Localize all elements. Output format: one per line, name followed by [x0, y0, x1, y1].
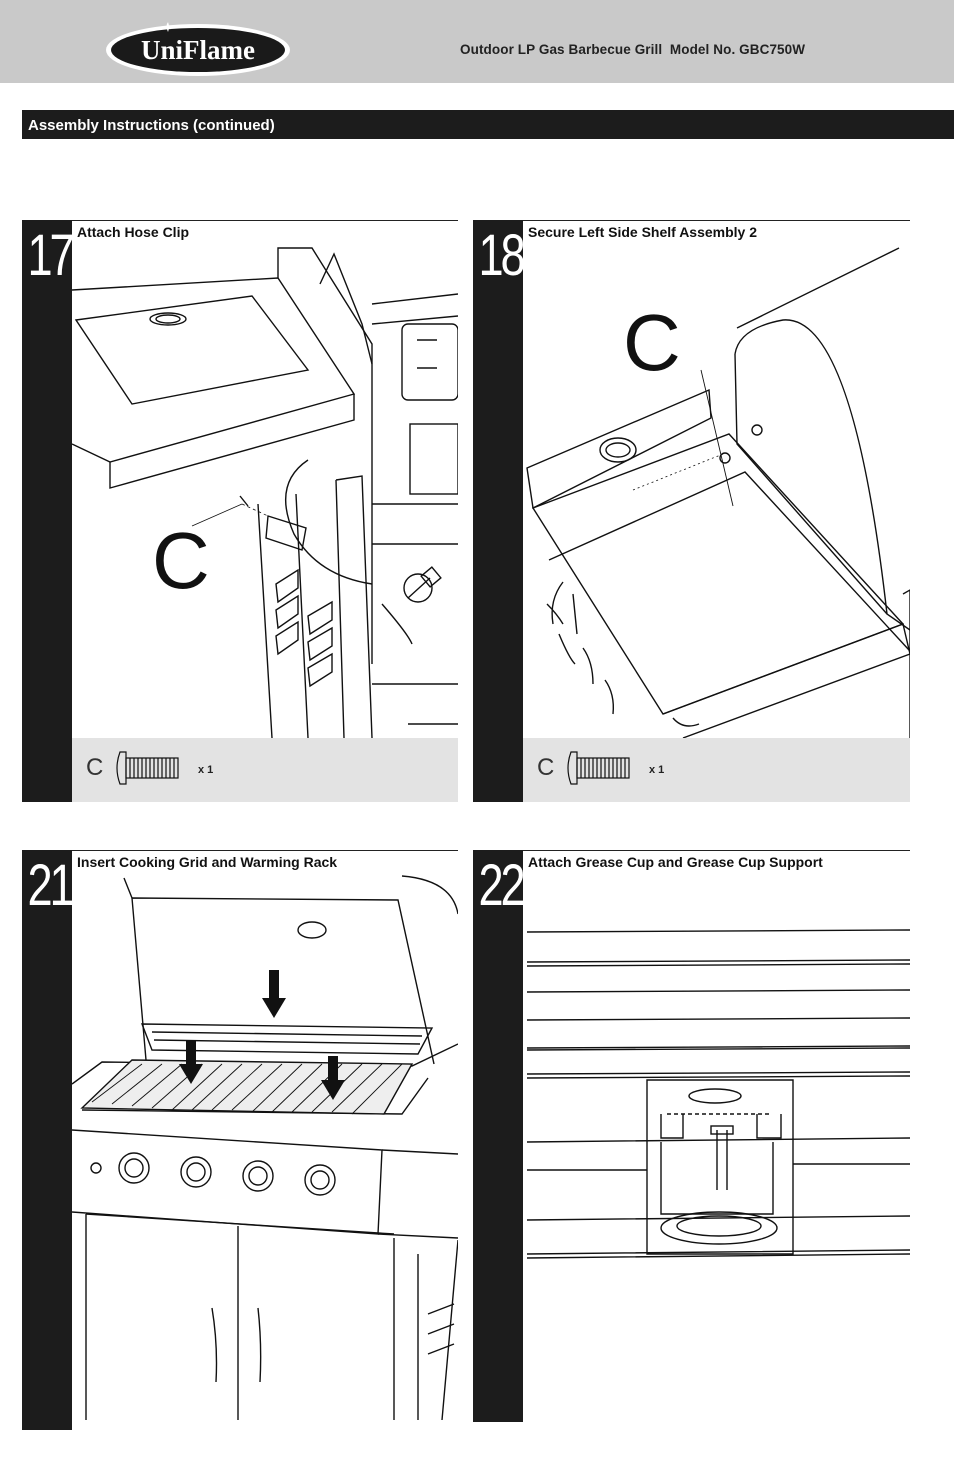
step-number-column: 17	[22, 220, 75, 802]
parts-list: C x 1	[72, 738, 458, 802]
callout-letter: C	[623, 298, 681, 387]
step-title: Attach Grease Cup and Grease Cup Support	[528, 854, 823, 870]
parts-list: C x 1	[523, 738, 910, 802]
step-title: Attach Hose Clip	[77, 224, 190, 240]
screw-icon	[116, 751, 179, 785]
step-number: 18	[478, 223, 526, 288]
step-22-illustration	[523, 874, 910, 1414]
part-letter: C	[537, 754, 555, 781]
step-22: 22 Attach Grease Cup and Grease Cup Supp…	[473, 850, 910, 1422]
document-title: Outdoor LP Gas Barbecue Grill Model No. …	[460, 42, 806, 57]
screw-icon	[567, 751, 630, 785]
brand-text: UniFlame	[141, 35, 255, 65]
part-letter: C	[86, 754, 104, 781]
step-number-column: 18	[473, 220, 526, 802]
part-quantity: x 1	[198, 764, 214, 776]
step-number-column: 22	[473, 850, 526, 1422]
section-bar: Assembly Instructions (continued)	[22, 110, 954, 139]
step-18: 18 Secure Left Side Shelf Assembly 2	[473, 220, 910, 802]
step-number: 17	[27, 223, 75, 288]
uniflame-logo: UniFlame	[104, 22, 292, 78]
step-17: 17 Attach Hose Clip	[22, 220, 458, 802]
step-title: Secure Left Side Shelf Assembly 2	[528, 224, 758, 240]
callout-letter: C	[152, 516, 210, 605]
step-number-column: 21	[22, 850, 75, 1430]
step-21: 21 Insert Cooking Grid and Warming Rack	[22, 850, 458, 1430]
step-title: Insert Cooking Grid and Warming Rack	[77, 854, 338, 870]
step-18-illustration: C	[523, 244, 910, 738]
part-quantity: x 1	[649, 764, 665, 776]
step-number: 22	[478, 853, 526, 918]
step-17-illustration: C	[72, 244, 458, 738]
step-number: 21	[27, 853, 75, 918]
page-header: UniFlame Outdoor LP Gas Barbecue Grill M…	[0, 0, 954, 83]
step-21-illustration	[72, 874, 458, 1420]
section-title: Assembly Instructions (continued)	[28, 117, 275, 134]
